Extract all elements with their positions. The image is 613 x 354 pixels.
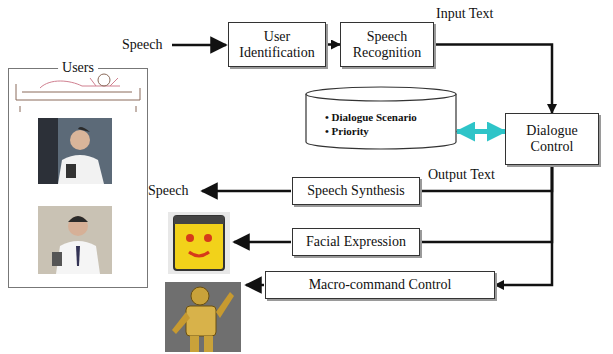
output-arrow <box>246 284 264 287</box>
output-arrow <box>234 241 291 244</box>
node-text: Macro-command Control <box>309 277 452 293</box>
node-text: • Priority <box>325 124 451 138</box>
user-photo <box>38 118 112 184</box>
panel-heading: Users <box>58 59 98 77</box>
connector <box>326 43 340 46</box>
node-text: Dialogue Control <box>510 123 594 155</box>
process-box: Macro-command Control <box>265 271 495 299</box>
connector <box>420 165 552 242</box>
database-cylinder: • Dialogue Scenario• Priority <box>305 86 457 150</box>
process-box: User Identification <box>228 22 326 67</box>
signal-label: Speech <box>122 37 162 53</box>
connector <box>457 129 505 134</box>
node-text: User Identification <box>233 29 321 61</box>
signal-label: Speech <box>148 183 188 199</box>
node-text: Facial Expression <box>306 234 406 250</box>
connector <box>420 165 552 191</box>
signal-label: Input Text <box>436 6 493 22</box>
robot-face <box>168 212 230 274</box>
patient-sketch <box>16 74 140 112</box>
process-box: Speech Recognition <box>340 22 434 67</box>
process-box: Dialogue Control <box>505 113 599 165</box>
input-arrow <box>172 44 226 47</box>
node-text: Speech Recognition <box>345 29 429 61</box>
connector <box>495 165 552 285</box>
humanoid-robot <box>165 282 241 352</box>
user-photo <box>38 206 112 274</box>
process-box: Facial Expression <box>292 228 420 256</box>
users-panel: Users <box>8 68 148 288</box>
signal-label: Output Text <box>428 167 495 183</box>
output-arrow <box>202 190 291 193</box>
node-text: Speech Synthesis <box>307 183 405 199</box>
process-box: Speech Synthesis <box>292 177 420 205</box>
node-text: • Dialogue Scenario <box>325 110 451 124</box>
